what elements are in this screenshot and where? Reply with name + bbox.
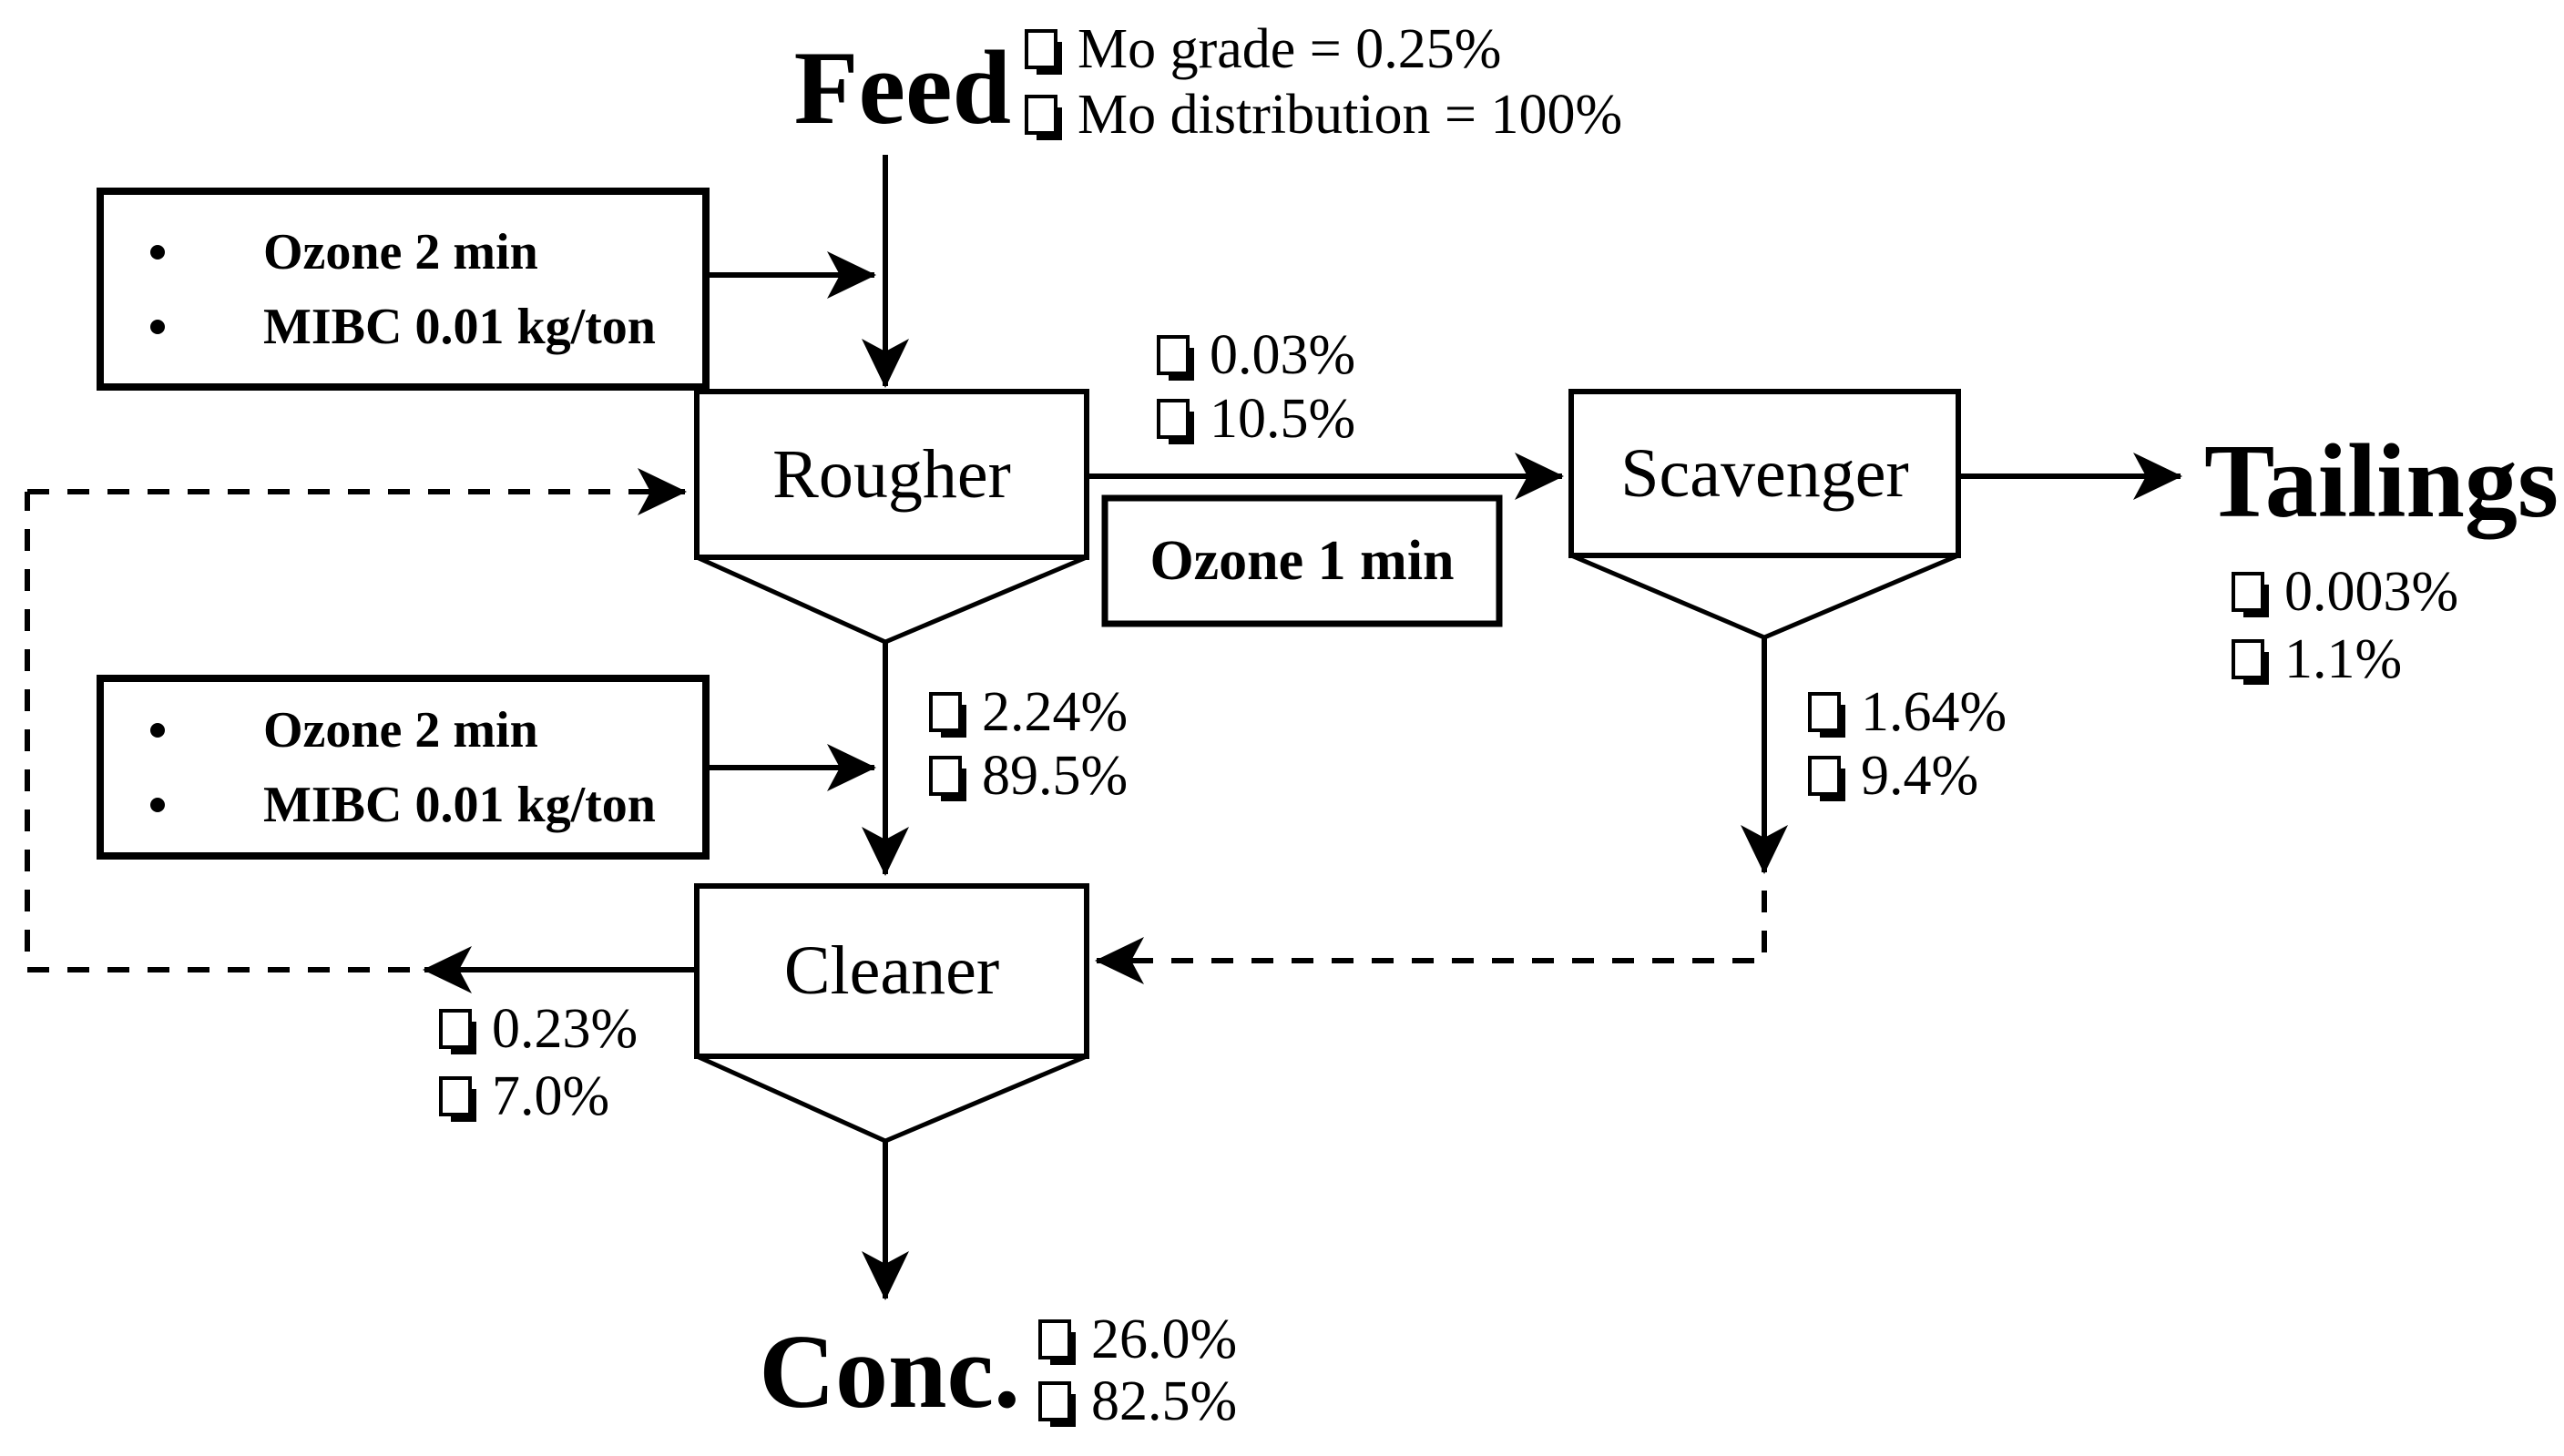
checkbox-icon xyxy=(1157,335,1190,375)
scavenger-reagent-label: Ozone 1 min xyxy=(1149,529,1455,592)
list-item: 9.4% xyxy=(1808,744,2007,808)
checkbox-icon xyxy=(1808,756,1841,796)
bullet-icon xyxy=(150,319,165,334)
list-item: Ozone 2 min xyxy=(150,693,706,768)
checkbox-icon xyxy=(439,1076,472,1116)
cleaner-tailing-grade: 0.23% xyxy=(492,997,638,1060)
tailings-label: Tailings xyxy=(2204,423,2559,540)
tailings-distribution: 1.1% xyxy=(2284,627,2403,690)
list-item: Mo distribution = 100% xyxy=(1025,82,1622,148)
feed-distribution-value: Mo distribution = 100% xyxy=(1078,83,1623,146)
rougher-conc-spec-list: 2.24% 89.5% xyxy=(929,680,1128,808)
scavenger-box xyxy=(1568,389,1961,558)
scavenger-conc-recycle-dashed xyxy=(1095,891,1767,984)
checkbox-icon xyxy=(1038,1319,1071,1359)
list-item: 0.23% xyxy=(439,995,638,1063)
rougher-box xyxy=(694,389,1089,560)
rougher-funnel xyxy=(695,555,1088,645)
cleaner-label: Cleaner xyxy=(783,932,1000,1009)
cleaner-reagents-box: Ozone 2 min MIBC 0.01 kg/ton xyxy=(100,678,706,856)
rougher-tailing-grade: 0.03% xyxy=(1210,323,1356,386)
final-conc-spec-list: 26.0% 82.5% xyxy=(1038,1308,1237,1432)
final-conc-grade: 26.0% xyxy=(1091,1308,1238,1370)
checkbox-icon xyxy=(1038,1381,1071,1421)
list-item: MIBC 0.01 kg/ton xyxy=(150,768,706,842)
reagent-mibc: MIBC 0.01 kg/ton xyxy=(263,298,656,355)
list-item: 1.1% xyxy=(2232,626,2458,693)
checkbox-icon xyxy=(2232,572,2264,612)
feed-spec-list: Mo grade = 0.25% Mo distribution = 100% xyxy=(1025,16,1622,148)
scavenger-conc-spec-list: 1.64% 9.4% xyxy=(1808,680,2007,808)
checkbox-icon xyxy=(929,692,962,732)
scavenger-conc-grade: 1.64% xyxy=(1861,680,2007,743)
scavenger-label: Scavenger xyxy=(1620,434,1909,512)
bullet-icon xyxy=(150,797,165,812)
checkbox-icon xyxy=(1808,692,1841,732)
conc-label: Conc. xyxy=(759,1314,1020,1431)
ozone-1min-box xyxy=(1101,494,1503,627)
checkbox-icon xyxy=(2232,639,2264,679)
final-conc-distribution: 82.5% xyxy=(1091,1369,1238,1432)
rougher-tailing-distribution: 10.5% xyxy=(1210,387,1356,450)
cleaner-tailing-recycle-dashed xyxy=(25,492,410,972)
feed-label: Feed xyxy=(793,30,1011,147)
list-item: 26.0% xyxy=(1038,1308,1237,1370)
rougher-conc-grade: 2.24% xyxy=(982,680,1129,743)
rougher-tailing-spec-list: 0.03% 10.5% xyxy=(1157,323,1355,451)
feed-grade-value: Mo grade = 0.25% xyxy=(1078,17,1502,80)
checkbox-icon xyxy=(929,756,962,796)
checkbox-icon xyxy=(1025,29,1057,69)
bullet-icon xyxy=(150,244,165,260)
scavenger-funnel xyxy=(1570,553,1959,640)
list-item: 0.003% xyxy=(2232,558,2458,626)
rougher-reagents-box: Ozone 2 min MIBC 0.01 kg/ton xyxy=(100,191,706,387)
reagent1-box xyxy=(97,188,710,391)
bullet-icon xyxy=(150,722,165,738)
list-item: Mo grade = 0.25% xyxy=(1025,16,1622,82)
reagent2-box xyxy=(97,675,710,860)
list-item: 82.5% xyxy=(1038,1370,1237,1432)
list-item: 1.64% xyxy=(1808,680,2007,744)
list-item: 89.5% xyxy=(929,744,1128,808)
tailings-spec-list: 0.003% 1.1% xyxy=(2232,558,2458,693)
checkbox-icon xyxy=(1157,399,1190,439)
list-item: 7.0% xyxy=(439,1063,638,1130)
cleaner-funnel xyxy=(695,1054,1088,1144)
scavenger-conc-distribution: 9.4% xyxy=(1861,744,1979,807)
cleaner-tailing-spec-list: 0.23% 7.0% xyxy=(439,995,638,1130)
cleaner-box xyxy=(694,883,1089,1059)
list-item: MIBC 0.01 kg/ton xyxy=(150,290,706,364)
reagent-mibc: MIBC 0.01 kg/ton xyxy=(263,776,656,833)
rougher-label: Rougher xyxy=(772,435,1011,513)
list-item: 10.5% xyxy=(1157,387,1355,451)
reagent-ozone: Ozone 2 min xyxy=(263,223,538,280)
cleaner-tailing-distribution: 7.0% xyxy=(492,1064,610,1127)
rougher-conc-distribution: 89.5% xyxy=(982,744,1129,807)
checkbox-icon xyxy=(1025,95,1057,135)
reagent-ozone: Ozone 2 min xyxy=(263,701,538,759)
list-item: Ozone 2 min xyxy=(150,215,706,290)
list-item: 2.24% xyxy=(929,680,1128,744)
list-item: 0.03% xyxy=(1157,323,1355,387)
checkbox-icon xyxy=(439,1009,472,1049)
tailings-grade: 0.003% xyxy=(2284,560,2459,623)
